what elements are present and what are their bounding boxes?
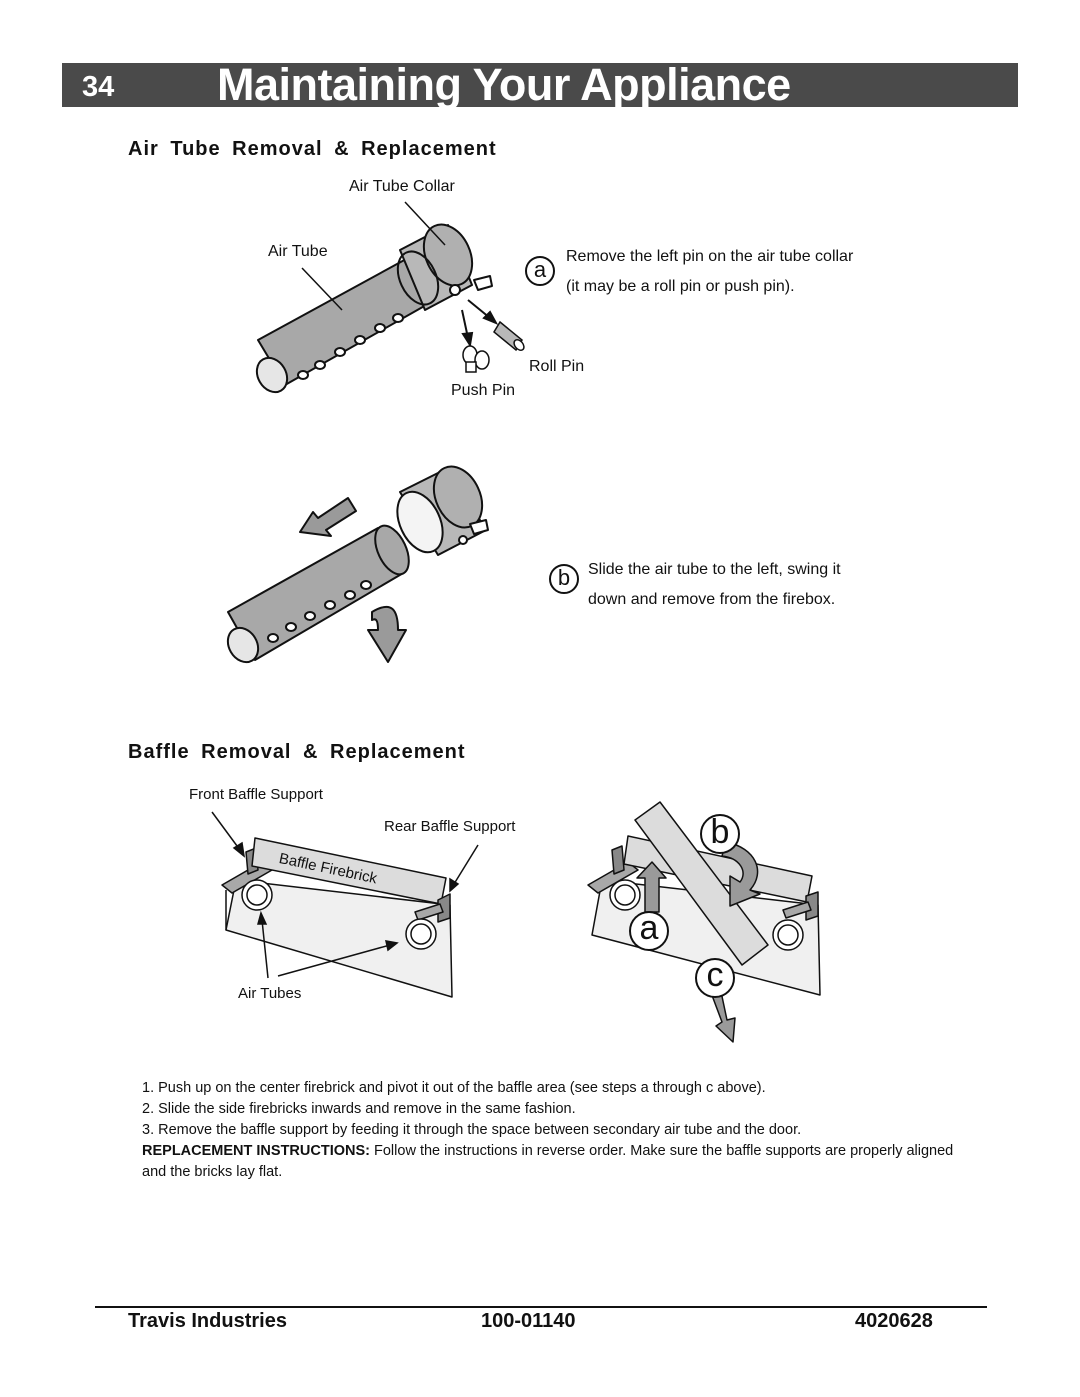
step-a-line1: Remove the left pin on the air tube coll… (566, 248, 854, 265)
air-tube-label: Air Tube (268, 243, 328, 260)
footer-rule (95, 1306, 987, 1308)
baffle-step-c-marker: c (695, 958, 735, 998)
swing-down-arrow-icon (367, 605, 407, 663)
baffle-installed (221, 837, 453, 998)
slide-left-arrow-icon (299, 497, 357, 537)
step-b-line1: Slide the air tube to the left, swing it (588, 561, 841, 578)
baffle-step-b-marker: b (700, 814, 740, 854)
air-tubes-label: Air Tubes (238, 985, 302, 1002)
roll-pin-icon (493, 320, 525, 352)
roll-pin-label: Roll Pin (529, 358, 585, 375)
replacement-lead: REPLACEMENT INSTRUCTIONS: (142, 1143, 370, 1159)
push-up-arrow-icon (636, 861, 667, 913)
step-b-marker: b (549, 564, 579, 594)
replacement-instructions: REPLACEMENT INSTRUCTIONS: Follow the ins… (142, 1141, 962, 1183)
footer-date-code: 4020628 (855, 1310, 933, 1332)
baffle-instructions: 1. Push up on the center firebrick and p… (142, 1078, 962, 1183)
page-title: Maintaining Your Appliance (217, 59, 791, 110)
step-a-marker: a (525, 256, 555, 286)
step-b-text: Slide the air tube to the left, swing it… (588, 555, 841, 615)
page-number: 34 (82, 71, 115, 103)
push-pin-label: Push Pin (451, 382, 516, 399)
air-tube-separated (226, 465, 489, 664)
air-tube-assembled (255, 223, 493, 394)
push-pin-icon (462, 345, 490, 373)
step-b-line2: down and remove from the firebox. (588, 591, 836, 608)
step-a-text: Remove the left pin on the air tube coll… (566, 242, 853, 302)
replacement-text: Follow the instructions in reverse order… (142, 1143, 954, 1180)
step-a-line2: (it may be a roll pin or push pin). (566, 278, 795, 295)
footer-company: Travis Industries (128, 1310, 287, 1332)
header-bar (62, 63, 1018, 107)
air-tube-heading: Air Tube Removal & Replacement (128, 138, 497, 160)
rear-baffle-support-label: Rear Baffle Support (384, 818, 516, 835)
pivot-arrow-icon (721, 841, 761, 907)
air-tube-collar-label: Air Tube Collar (349, 178, 455, 195)
instruction-step-1: 1. Push up on the center firebrick and p… (142, 1080, 766, 1096)
front-baffle-support-label: Front Baffle Support (189, 786, 323, 803)
instruction-step-2: 2. Slide the side firebricks inwards and… (142, 1101, 576, 1117)
baffle-heading: Baffle Removal & Replacement (128, 741, 466, 763)
instruction-step-3: 3. Remove the baffle support by feeding … (142, 1122, 802, 1138)
footer-doc-number: 100-01140 (481, 1310, 576, 1332)
baffle-step-a-marker: a (629, 911, 669, 951)
